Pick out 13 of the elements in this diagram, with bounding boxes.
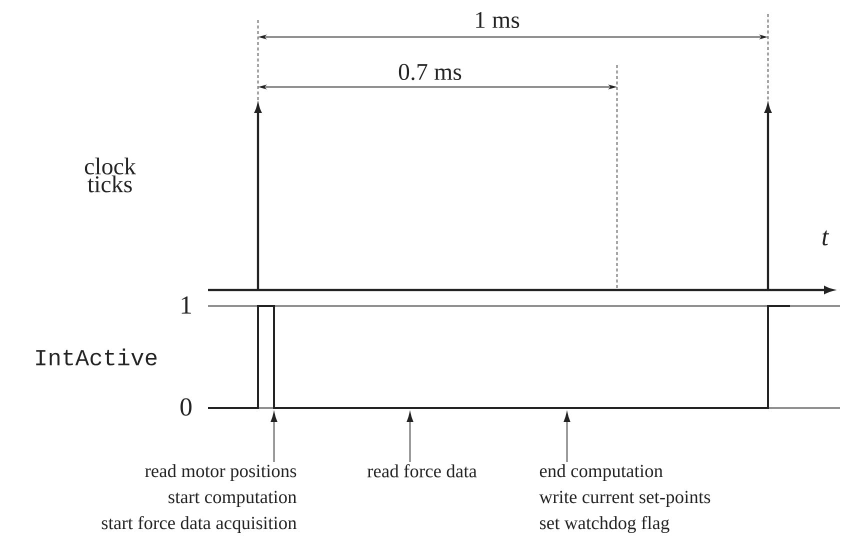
annotation-text: read motor positions start computation start force data acquisition xyxy=(102,464,297,533)
annotation-text: end computation write current set-points set watchdog flag xyxy=(539,464,710,534)
leader-line xyxy=(564,412,570,462)
leader-line xyxy=(406,412,414,462)
leader-line xyxy=(270,412,278,462)
dimension-label: 1 ms xyxy=(476,12,520,28)
level-label: 1 xyxy=(182,296,191,314)
annotation-text: read force data xyxy=(367,464,477,478)
axis-label: t xyxy=(822,230,830,246)
level-label: 0 xyxy=(180,398,192,416)
dimension-label: 0.7 ms xyxy=(398,64,462,80)
signal-name: IntActive xyxy=(36,348,157,366)
axis-title: clock ticks xyxy=(84,158,136,192)
